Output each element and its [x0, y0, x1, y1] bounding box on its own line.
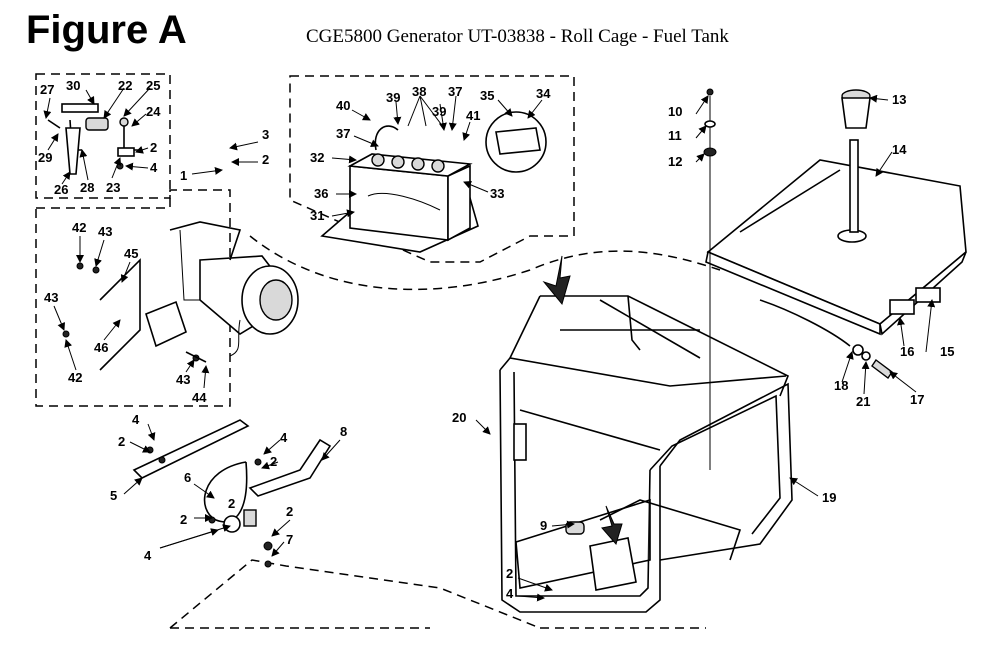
callout-25: 25	[146, 78, 160, 93]
callout-45: 45	[124, 246, 138, 261]
fuel-tank	[705, 89, 967, 380]
callout-34: 34	[536, 86, 551, 101]
callout-1: 1	[180, 168, 187, 183]
callout-12: 12	[668, 154, 682, 169]
callout-39b: 39	[432, 104, 446, 119]
callout-40: 40	[336, 98, 350, 113]
direction-arrow-lower	[601, 505, 623, 546]
switch-assembly	[47, 103, 140, 175]
callout-20: 20	[452, 410, 466, 425]
callout-7: 7	[286, 532, 293, 547]
callout-4-lp: 4	[144, 548, 152, 563]
callout-43c: 43	[176, 372, 190, 387]
mount-bracket-right	[248, 438, 332, 497]
callout-36: 36	[314, 186, 328, 201]
detail-box-battery	[289, 75, 575, 263]
alternator-motor	[169, 221, 299, 357]
callout-32: 32	[310, 150, 324, 165]
callout-2-c: 2	[286, 504, 293, 519]
callout-29: 29	[38, 150, 52, 165]
callout-26: 26	[54, 182, 68, 197]
callout-37b: 37	[336, 126, 350, 141]
callout-4-rb: 4	[280, 430, 288, 445]
figure-title: Figure A	[26, 8, 187, 52]
callout-labels: 3 2 1 40 39 38 39 37 37 41 35 34 32 36 3…	[38, 78, 954, 601]
figure-caption: CGE5800 Generator UT-03838 - Roll Cage -…	[306, 26, 729, 47]
direction-arrow	[542, 255, 571, 306]
callout-33: 33	[490, 186, 504, 201]
callout-18: 18	[834, 378, 848, 393]
callout-42b: 42	[68, 370, 82, 385]
callout-37: 37	[448, 84, 462, 99]
callout-22: 22	[118, 78, 132, 93]
callout-16: 16	[900, 344, 914, 359]
control-panel-assembly	[62, 258, 207, 371]
callout-35: 35	[480, 88, 494, 103]
callout-14: 14	[892, 142, 907, 157]
callout-2-cage: 2	[506, 566, 513, 581]
callout-44: 44	[192, 390, 207, 405]
callout-3: 3	[262, 127, 269, 142]
callout-30: 30	[66, 78, 80, 93]
callout-9: 9	[540, 518, 547, 533]
callout-2-lp2: 2	[180, 512, 187, 527]
callout-28: 28	[80, 180, 94, 195]
callout-6: 6	[184, 470, 191, 485]
callout-21: 21	[856, 394, 870, 409]
callout-42: 42	[72, 220, 86, 235]
callout-2-sw: 2	[150, 140, 157, 155]
callout-10: 10	[668, 104, 682, 119]
callout-11: 11	[668, 128, 682, 143]
callout-43b: 43	[44, 290, 58, 305]
callout-27: 27	[40, 82, 54, 97]
battery-assembly	[320, 111, 547, 253]
callout-4-sw: 4	[150, 160, 158, 175]
roll-cage-frame	[499, 295, 793, 613]
connector-dashed-lower	[169, 559, 541, 629]
detail-box-switch-assembly	[35, 73, 171, 199]
callout-5: 5	[110, 488, 117, 503]
mount-hardware-stack	[703, 88, 717, 470]
callout-23: 23	[106, 180, 120, 195]
cable-loop	[203, 461, 273, 568]
callout-17: 17	[910, 392, 924, 407]
callout-41: 41	[466, 108, 480, 123]
connector-dashed	[249, 235, 721, 291]
callout-43: 43	[98, 224, 112, 239]
leader-lines	[43, 87, 936, 602]
callout-24: 24	[146, 104, 161, 119]
callout-2-lp: 2	[228, 496, 235, 511]
callout-13: 13	[892, 92, 906, 107]
callout-2-br: 2	[118, 434, 125, 449]
callout-15: 15	[940, 344, 954, 359]
callout-4-cage: 4	[506, 586, 514, 601]
callout-38: 38	[412, 84, 426, 99]
detail-box-control-panel	[35, 189, 231, 407]
callout-8: 8	[340, 424, 347, 439]
callout-19: 19	[822, 490, 836, 505]
callout-46: 46	[94, 340, 108, 355]
callout-31: 31	[310, 208, 324, 223]
callout-39: 39	[386, 90, 400, 105]
callout-2-rb: 2	[270, 454, 277, 469]
callout-2: 2	[262, 152, 269, 167]
callout-4-br: 4	[132, 412, 140, 427]
